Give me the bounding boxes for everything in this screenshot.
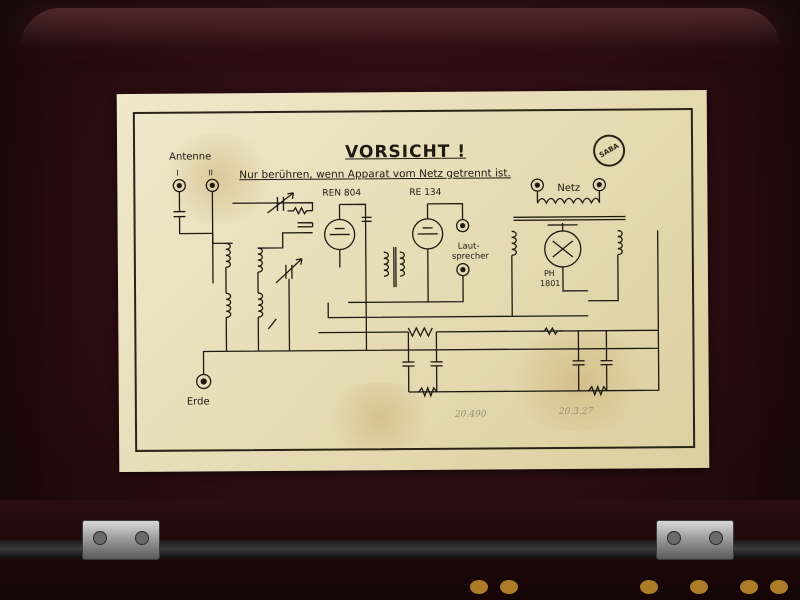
coil bbox=[225, 242, 232, 268]
terminal-dot bbox=[176, 182, 182, 189]
grille-dot bbox=[470, 580, 488, 594]
wire bbox=[327, 275, 589, 319]
coil bbox=[226, 292, 232, 318]
coil bbox=[511, 230, 517, 256]
resistor bbox=[418, 386, 438, 398]
tube-electrodes bbox=[417, 203, 438, 302]
coil bbox=[257, 247, 264, 273]
hinge-screw bbox=[93, 531, 107, 545]
grille-dot bbox=[500, 580, 518, 594]
terminal-dot bbox=[460, 267, 466, 273]
left-hinge bbox=[82, 520, 160, 560]
capacitor bbox=[600, 330, 613, 391]
circuit-schematic bbox=[172, 178, 660, 398]
variable-capacitor-arrow bbox=[275, 258, 303, 284]
lid-strip bbox=[0, 540, 800, 558]
transformer-core bbox=[393, 247, 397, 288]
coil bbox=[399, 251, 406, 277]
terminal-dot bbox=[209, 182, 215, 189]
wire bbox=[427, 202, 464, 220]
terminal-dot bbox=[534, 182, 540, 188]
terminal-dot bbox=[459, 223, 466, 229]
arrow-head bbox=[287, 192, 295, 199]
resistor-chain bbox=[318, 326, 659, 338]
wire bbox=[511, 254, 619, 317]
speaker-terminal-1 bbox=[455, 219, 470, 233]
warning-schematic-label: VORSICHT ! Nur berühren, wenn Apparat vo… bbox=[116, 89, 710, 473]
rectifier-electrodes bbox=[552, 222, 589, 292]
hinge-screw bbox=[667, 531, 681, 545]
wire bbox=[173, 191, 213, 235]
grille-dot bbox=[740, 580, 758, 594]
terminal-dot bbox=[200, 378, 207, 385]
mains-transformer-primary bbox=[536, 197, 601, 205]
transformer-core bbox=[513, 215, 626, 221]
grid-capacitor bbox=[297, 222, 314, 228]
wire bbox=[211, 191, 233, 245]
wire bbox=[339, 203, 368, 351]
hinge-screw bbox=[709, 531, 723, 545]
resistor bbox=[287, 206, 313, 216]
wire bbox=[202, 230, 660, 375]
variable-capacitor bbox=[276, 196, 285, 211]
terminal-dot bbox=[596, 182, 602, 188]
wire bbox=[408, 348, 660, 393]
switch bbox=[267, 318, 277, 330]
coil bbox=[383, 251, 390, 277]
capacitor bbox=[572, 330, 585, 391]
arrow-head bbox=[295, 258, 303, 265]
resistor bbox=[538, 326, 564, 336]
coil bbox=[617, 229, 623, 256]
antenna-terminal-1 bbox=[172, 178, 186, 193]
capacitor bbox=[361, 216, 372, 223]
variable-capacitor-arrow bbox=[267, 192, 294, 214]
grille-dot bbox=[640, 580, 658, 594]
capacitor bbox=[402, 332, 415, 393]
capacitor bbox=[430, 331, 443, 392]
wire bbox=[232, 202, 314, 211]
right-hinge bbox=[656, 520, 734, 560]
variable-capacitor bbox=[285, 264, 293, 279]
wire bbox=[536, 190, 601, 204]
wire bbox=[225, 232, 313, 352]
grille-dot bbox=[770, 580, 788, 594]
resistor bbox=[588, 384, 608, 397]
coil bbox=[258, 292, 264, 318]
grille-dot bbox=[690, 580, 708, 594]
tube-electrodes bbox=[329, 204, 350, 268]
hinge-screw bbox=[135, 531, 149, 545]
wire bbox=[288, 278, 291, 351]
